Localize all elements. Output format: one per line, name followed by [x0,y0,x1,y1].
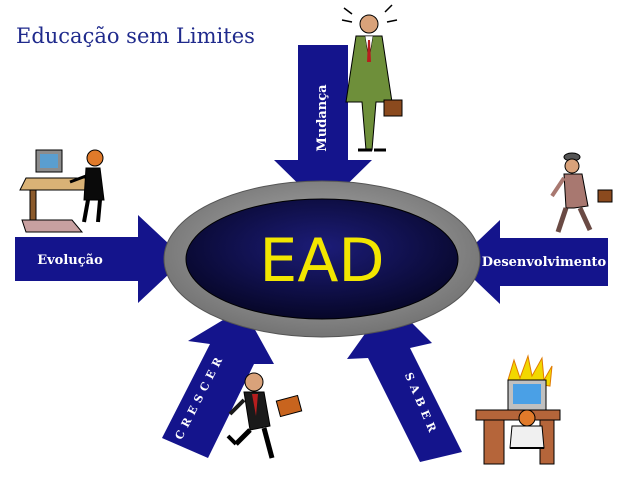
arrow-top: Mudança [274,45,372,208]
arrow-right: Desenvolvimento [456,220,608,304]
center-label: EAD [259,226,384,296]
arrow-left-label: Evolução [37,253,103,268]
arrow-top-label: Mudança [315,84,330,152]
arrow-left: Evolução [15,215,185,303]
arrow-right-label: Desenvolvimento [482,255,607,270]
businessman-briefcase-icon [341,4,403,152]
page-title: Educação sem Limites [16,24,255,48]
person-at-computer-icon [19,149,105,233]
running-businessman-icon [226,372,303,459]
center-inner-ellipse [185,198,459,320]
stressed-person-at-computer-icon [475,354,561,465]
walking-businessman-icon [550,152,613,233]
